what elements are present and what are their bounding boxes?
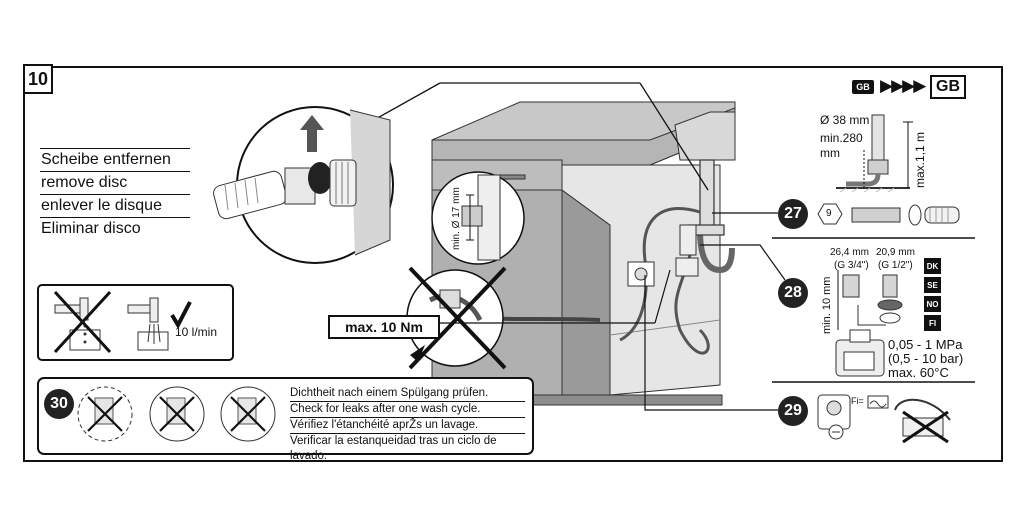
leak-check-text: Dichtheit nach einem Spülgang prüfen. Ch… bbox=[290, 386, 525, 462]
gb-small-badge: GB bbox=[852, 80, 874, 94]
thread1-g-label: (G 3/4") bbox=[834, 260, 869, 271]
item27-parts bbox=[817, 203, 960, 226]
drain-min-height-unit: mm bbox=[820, 146, 840, 160]
disc-removal-text: Scheibe entfernen remove disc enlever le… bbox=[40, 148, 190, 240]
gb-big-badge: GB bbox=[930, 75, 966, 99]
disc-line-en: remove disc bbox=[40, 172, 190, 195]
step-number: 10 bbox=[27, 68, 49, 89]
leak-line-de: Dichtheit nach einem Spülgang prüfen. bbox=[290, 386, 525, 402]
thread2-g-label: (G 1/2") bbox=[878, 260, 913, 271]
country-badge-fi: FI bbox=[924, 315, 941, 331]
water-flow-panel bbox=[37, 284, 234, 361]
sink-basin bbox=[674, 111, 736, 161]
drain-diameter-label: Ø 38 mm bbox=[820, 113, 870, 127]
leak-line-en: Check for leaks after one wash cycle. bbox=[290, 402, 525, 418]
country-badge-se: SE bbox=[924, 277, 941, 293]
max-temp-label: max. 60°C bbox=[888, 365, 949, 380]
min-17mm-label: min. Ø 17 mm bbox=[451, 187, 462, 250]
water-tap-connector bbox=[675, 224, 699, 277]
min-10mm-label: min. 10 mm bbox=[821, 276, 833, 334]
siphon-pipe bbox=[687, 159, 735, 274]
main-frame bbox=[23, 66, 1003, 462]
thread-detail-zoom bbox=[431, 171, 525, 265]
hex-size-label: 9 bbox=[826, 208, 832, 219]
wall-socket bbox=[627, 261, 655, 287]
drain-height-diagram bbox=[836, 114, 913, 193]
leak-line-es: Verificar la estanqueidad tras un ciclo … bbox=[290, 435, 497, 462]
checkmark-icon bbox=[170, 301, 192, 330]
disc-line-es: Eliminar disco bbox=[41, 220, 141, 237]
step30-number: 30 bbox=[44, 389, 74, 419]
item28-parts bbox=[835, 270, 903, 377]
fi-label: Fi= bbox=[851, 396, 864, 406]
rcd-icon bbox=[867, 395, 889, 409]
leak-check-icons bbox=[37, 377, 534, 455]
step-number-box: 10 bbox=[23, 64, 53, 94]
cabinet-door bbox=[561, 189, 611, 401]
disc bbox=[308, 162, 332, 194]
drain-max-height-label: max.1,1 m bbox=[913, 131, 927, 188]
country-badge-dk: DK bbox=[924, 258, 941, 274]
thread1-mm-label: 26,4 mm bbox=[830, 247, 869, 258]
pressure-bar-label: (0,5 - 10 bar) bbox=[888, 351, 964, 366]
item27-number: 27 bbox=[778, 199, 808, 229]
hex-icon bbox=[817, 203, 843, 225]
disc-line-de: Scheibe entfernen bbox=[40, 149, 190, 172]
pressure-mpa-label: 0,05 - 1 MPa bbox=[888, 337, 963, 352]
item28-number: 28 bbox=[778, 278, 808, 308]
item29-number: 29 bbox=[778, 396, 808, 426]
flow-rate-label: 10 l/min bbox=[175, 325, 218, 339]
item29-parts bbox=[817, 394, 951, 444]
no-tool-zoom bbox=[406, 266, 507, 370]
disc-removal-zoom bbox=[213, 82, 709, 264]
disc-line-fr: enlever le disque bbox=[40, 195, 190, 218]
thread2-mm-label: 20,9 mm bbox=[876, 247, 915, 258]
country-badge-no: NO bbox=[924, 296, 941, 312]
drain-min-height-label: min.280 bbox=[820, 131, 863, 145]
torque-label: max. 10 Nm bbox=[328, 315, 440, 339]
leak-line-fr: Vérifiez l'étanchéité aprŽs un lavage. bbox=[290, 418, 525, 434]
gb-arrows: ▶▶▶▶ bbox=[880, 76, 926, 95]
